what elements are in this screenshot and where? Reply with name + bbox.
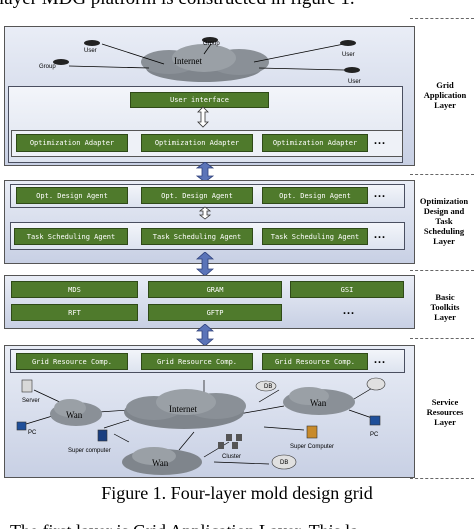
resource-network: Server Wan PC Internet DB Wan PC Super c… bbox=[16, 377, 386, 475]
network-node-label: Super Computer bbox=[290, 444, 334, 450]
cloud-label: Internet bbox=[174, 56, 202, 66]
supercomputer-icon bbox=[97, 429, 108, 442]
grid-resource-module: Grid Resource Comp. bbox=[141, 353, 253, 370]
double-arrow-icon bbox=[197, 106, 209, 128]
cluster-icon bbox=[218, 434, 242, 449]
opt-design-agent-module: Opt. Design Agent bbox=[16, 187, 128, 204]
network-node-label: DB bbox=[264, 384, 272, 390]
cloud-label: Wan bbox=[152, 458, 169, 468]
layer-link-arrow-icon bbox=[196, 162, 214, 182]
node-label: Group bbox=[39, 64, 56, 70]
network-node-label: DB bbox=[280, 460, 288, 466]
internet-cloud-icon bbox=[141, 44, 269, 82]
internet-topology: User Group Group Internet User User bbox=[39, 37, 361, 85]
gram-module: GRAM bbox=[148, 281, 282, 298]
db-icon bbox=[255, 380, 277, 392]
layer-separator bbox=[410, 174, 474, 175]
more-ellipsis: ... bbox=[343, 303, 355, 317]
intro-text-fragment: layer MDG platform is constructed in fig… bbox=[0, 0, 474, 12]
mds-module: MDS bbox=[11, 281, 138, 298]
opt-design-agent-module: Opt. Design Agent bbox=[141, 187, 253, 204]
layer-separator bbox=[410, 18, 474, 19]
internet-cloud-icon bbox=[124, 389, 246, 429]
network-node-label: Cluster bbox=[222, 454, 241, 460]
more-ellipsis: ... bbox=[374, 352, 386, 366]
task-scheduling-agent-module: Task Scheduling Agent bbox=[14, 228, 128, 245]
figure-caption: Figure 1. Four-layer mold design grid bbox=[101, 483, 373, 503]
group-node-icon bbox=[53, 59, 69, 65]
optimization-adapter-module: Optimization Adapter bbox=[141, 134, 253, 152]
layer-separator bbox=[410, 338, 474, 339]
optimization-adapter-module: Optimization Adapter bbox=[262, 134, 368, 152]
node-label: User bbox=[348, 79, 361, 85]
more-ellipsis: ... bbox=[374, 186, 386, 200]
layer-separator bbox=[410, 478, 474, 479]
task-scheduling-agent-module: Task Scheduling Agent bbox=[141, 228, 253, 245]
body-text-fragment: The first layer is Grid Application Laye… bbox=[0, 515, 474, 529]
opt-design-agent-module: Opt. Design Agent bbox=[262, 187, 368, 204]
rft-module: RFT bbox=[11, 304, 138, 321]
more-ellipsis: ... bbox=[374, 227, 386, 241]
cloud-label: Internet bbox=[169, 404, 197, 414]
double-arrow-icon bbox=[198, 206, 212, 220]
gftp-module: GFTP bbox=[148, 304, 282, 321]
wan-cloud-icon bbox=[122, 447, 202, 475]
grid-resource-module: Grid Resource Comp. bbox=[16, 353, 128, 370]
optimization-adapter-module: Optimization Adapter bbox=[16, 134, 128, 152]
node-label: User bbox=[342, 52, 355, 58]
network-node-label: PC bbox=[370, 432, 379, 438]
db-icon bbox=[271, 454, 297, 470]
supercomputer-icon bbox=[306, 425, 318, 439]
wan-cloud-icon bbox=[283, 387, 355, 415]
layer-link-arrow-icon bbox=[196, 252, 214, 276]
user-node-icon bbox=[84, 40, 100, 46]
gsi-module: GSI bbox=[290, 281, 404, 298]
user-node-icon bbox=[344, 67, 360, 73]
group-node-icon bbox=[202, 37, 218, 43]
layer-separator bbox=[410, 270, 474, 271]
cloud-label: Wan bbox=[310, 398, 327, 408]
cloud-label: Wan bbox=[66, 410, 83, 420]
pc-icon bbox=[16, 421, 27, 431]
layer-link-arrow-icon bbox=[196, 324, 214, 346]
db-icon bbox=[366, 377, 386, 391]
user-interface-module: User interface bbox=[130, 92, 269, 108]
network-node-label: Server bbox=[22, 398, 40, 404]
grid-resource-module: Grid Resource Comp. bbox=[262, 353, 368, 370]
network-node-label: PC bbox=[28, 430, 37, 436]
network-node-label: Super computer bbox=[68, 448, 111, 454]
pc-icon bbox=[369, 415, 381, 426]
user-node-icon bbox=[340, 40, 356, 46]
wan-cloud-icon bbox=[50, 399, 102, 426]
more-ellipsis: ... bbox=[374, 133, 386, 147]
node-label: User bbox=[84, 48, 97, 54]
server-icon bbox=[21, 379, 33, 393]
node-label: Group bbox=[203, 41, 220, 47]
task-scheduling-agent-module: Task Scheduling Agent bbox=[262, 228, 368, 245]
